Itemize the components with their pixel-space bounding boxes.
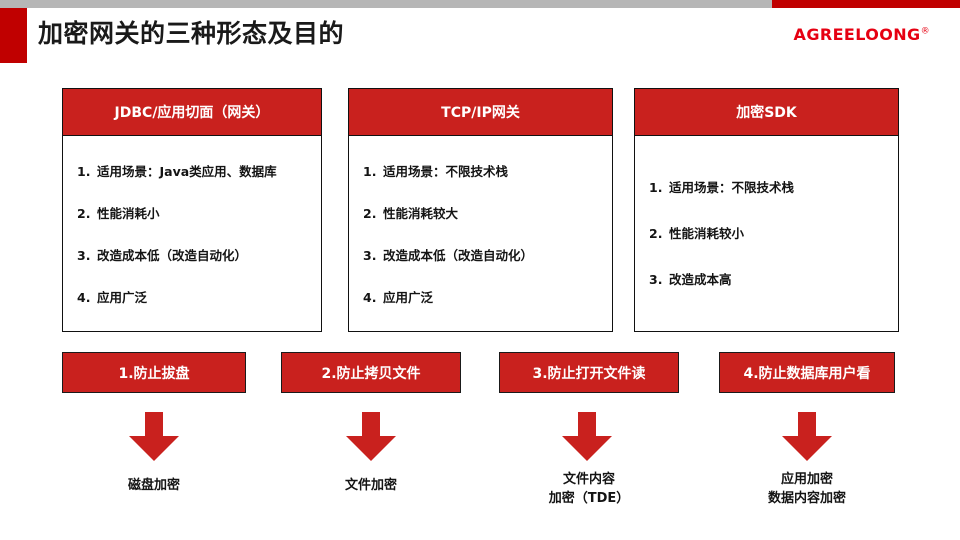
flow-step-button-3[interactable]: 3.防止打开文件读 <box>499 352 679 393</box>
list-item-label: 适用场景：不限技术栈 <box>383 163 509 179</box>
list-item: 3. 改造成本低（改造自动化） <box>363 248 598 264</box>
list-item: 1. 适用场景：不限技术栈 <box>363 164 598 180</box>
list-item: 3. 改造成本高 <box>649 272 884 288</box>
flow-outcome-label-3: 文件内容 加密（TDE） <box>548 472 630 506</box>
brand-logo: AGREELOONG® <box>794 25 930 44</box>
list-item-number: 4. <box>363 289 377 305</box>
list-item-number: 1. <box>77 163 91 179</box>
flow-outcome-label-1: 磁盘加密 <box>127 478 180 493</box>
card-body: 1. 适用场景：Java类应用、数据库 2. 性能消耗小 3. 改造成本低（改造… <box>63 136 321 331</box>
arrow-down-icon <box>560 412 614 462</box>
list-item-number: 1. <box>649 179 663 195</box>
brand-logo-text: AGREELOONG <box>793 25 921 44</box>
page-title: 加密网关的三种形态及目的 <box>38 19 345 48</box>
list-item-number: 1. <box>363 163 377 179</box>
list-item-number: 2. <box>363 205 377 221</box>
card-jdbc-gateway: JDBC/应用切面（网关） 1. 适用场景：Java类应用、数据库 2. 性能消… <box>62 88 322 332</box>
top-bar-gray-segment <box>0 0 772 8</box>
list-item-number: 3. <box>649 271 663 287</box>
list-item-label: 性能消耗较大 <box>383 205 459 221</box>
list-item: 2. 性能消耗较大 <box>363 206 598 222</box>
list-item: 2. 性能消耗小 <box>77 206 307 222</box>
list-item-number: 3. <box>77 247 91 263</box>
top-bar-red-segment <box>772 0 960 8</box>
list-item: 4. 应用广泛 <box>363 290 598 306</box>
list-item-label: 性能消耗小 <box>97 205 160 221</box>
list-item-label: 改造成本高 <box>669 271 732 287</box>
flow-step-button-2[interactable]: 2.防止拷贝文件 <box>281 352 461 393</box>
list-item-label: 应用广泛 <box>97 289 148 305</box>
list-item: 4. 应用广泛 <box>77 290 307 306</box>
list-item-label: 改造成本低（改造自动化） <box>97 247 248 263</box>
card-title: TCP/IP网关 <box>349 89 612 136</box>
registered-trademark-icon: ® <box>920 26 930 37</box>
arrow-down-icon <box>780 412 834 462</box>
list-item-number: 3. <box>363 247 377 263</box>
card-body: 1. 适用场景：不限技术栈 2. 性能消耗较小 3. 改造成本高 <box>635 136 898 331</box>
flow-step-button-1[interactable]: 1.防止拔盘 <box>62 352 246 393</box>
card-tcpip-gateway: TCP/IP网关 1. 适用场景：不限技术栈 2. 性能消耗较大 3. 改造成本… <box>348 88 613 332</box>
header-accent-block <box>0 8 27 63</box>
flow-outcome-label-4: 应用加密 数据内容加密 <box>767 472 846 506</box>
card-title: 加密SDK <box>635 89 898 136</box>
list-item-number: 2. <box>649 225 663 241</box>
top-decoration-bar <box>0 0 960 8</box>
list-item-label: 应用广泛 <box>383 289 434 305</box>
list-item-number: 4. <box>77 289 91 305</box>
list-item-label: 改造成本低（改造自动化） <box>383 247 534 263</box>
card-title: JDBC/应用切面（网关） <box>63 89 321 136</box>
list-item-label: 适用场景：不限技术栈 <box>669 179 795 195</box>
card-body: 1. 适用场景：不限技术栈 2. 性能消耗较大 3. 改造成本低（改造自动化） … <box>349 136 612 331</box>
list-item-label: 适用场景：Java类应用、数据库 <box>97 163 277 179</box>
list-item-label: 性能消耗较小 <box>669 225 745 241</box>
list-item: 1. 适用场景：不限技术栈 <box>649 180 884 196</box>
arrow-down-icon <box>127 412 181 462</box>
list-item: 3. 改造成本低（改造自动化） <box>77 248 307 264</box>
list-item: 2. 性能消耗较小 <box>649 226 884 242</box>
list-item-number: 2. <box>77 205 91 221</box>
list-item: 1. 适用场景：Java类应用、数据库 <box>77 164 307 180</box>
arrow-down-icon <box>344 412 398 462</box>
flow-step-button-4[interactable]: 4.防止数据库用户看 <box>719 352 895 393</box>
flow-outcome-label-2: 文件加密 <box>344 478 397 493</box>
card-encryption-sdk: 加密SDK 1. 适用场景：不限技术栈 2. 性能消耗较小 3. 改造成本高 <box>634 88 899 332</box>
